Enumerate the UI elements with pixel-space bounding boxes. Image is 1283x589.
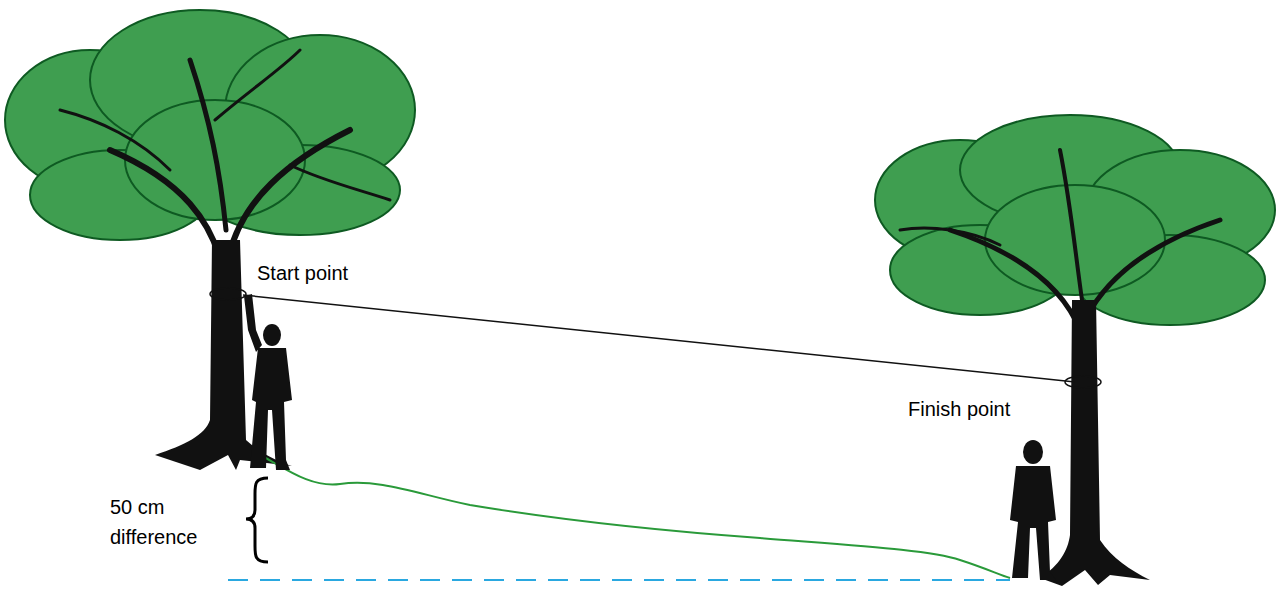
dimension-label: 50 cm difference (110, 492, 210, 552)
tree-canopy (5, 10, 415, 240)
finish-label: Finish point (908, 394, 1068, 424)
tree-canopy (875, 115, 1275, 325)
string-line (243, 295, 1075, 382)
tree-branches (900, 150, 1220, 330)
tree-trunk (1040, 300, 1150, 586)
start-label: Start point (257, 258, 417, 288)
person-silhouette (1010, 440, 1056, 580)
bracket (246, 478, 268, 562)
reference-level (228, 579, 1010, 581)
person-silhouette (244, 294, 292, 470)
trunk-tie (1065, 376, 1101, 388)
ground-profile (255, 452, 1010, 578)
trunk-tie (210, 288, 246, 300)
